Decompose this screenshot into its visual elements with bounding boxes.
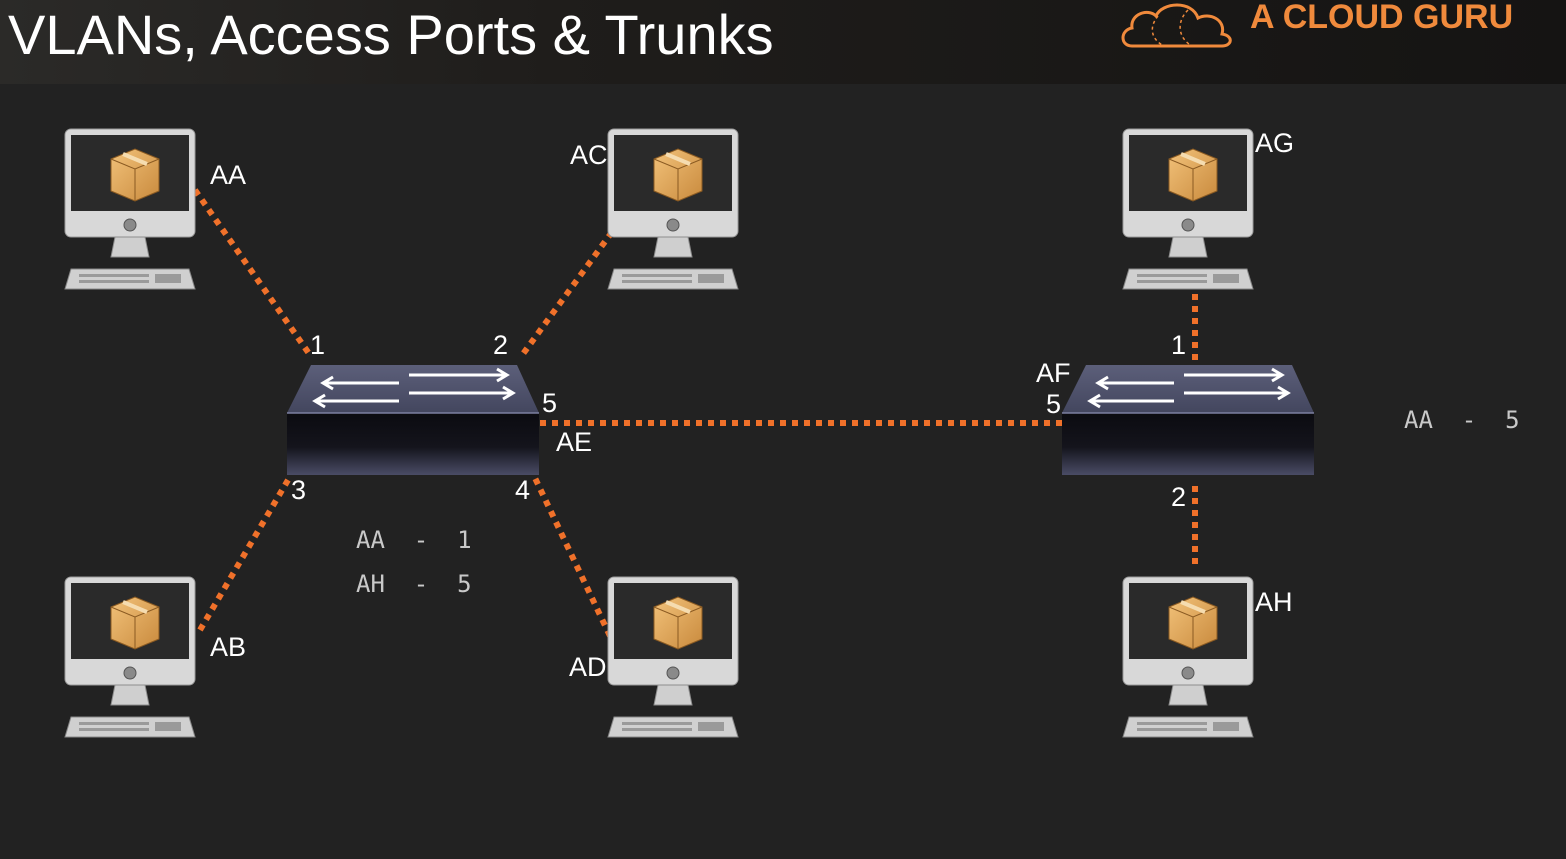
computer-ad-label: AD: [569, 652, 607, 682]
port-number: 5: [542, 388, 557, 418]
computer-ah-label: AH: [1255, 587, 1293, 617]
cloud-icon: [1121, 3, 1232, 48]
computer-aa-icon: [63, 127, 197, 291]
page-title: VLANs, Access Ports & Trunks: [8, 3, 774, 66]
mac-table-entry: AA - 5: [1404, 406, 1520, 434]
computer-ag-icon: [1121, 127, 1255, 291]
computer-ad-icon: [606, 575, 740, 739]
switch-ae-icon: [285, 363, 541, 477]
port-number: 4: [515, 475, 530, 505]
brand-name: A CLOUD GURU: [1250, 0, 1514, 36]
port-number: 2: [493, 330, 508, 360]
port-number: 5: [1046, 389, 1061, 419]
link-ab-port3: [197, 478, 291, 632]
computer-ab-icon: [63, 575, 197, 739]
port-number: 2: [1171, 482, 1186, 512]
port-number: 3: [291, 475, 306, 505]
switch-ae-label: AE: [556, 427, 592, 457]
computer-ah-icon: [1121, 575, 1255, 739]
computer-ag-label: AG: [1255, 128, 1294, 158]
computer-ab-label: AB: [210, 632, 246, 662]
link-aa-port1: [192, 188, 313, 357]
computer-aa-label: AA: [210, 160, 246, 190]
mac-table-entry: AH - 5: [356, 570, 472, 598]
link-ad-port4: [532, 476, 613, 638]
header-bar: VLANs, Access Ports & Trunks A CLOUD GUR…: [0, 0, 1566, 84]
computer-ac-icon: [606, 127, 740, 291]
port-number: 1: [1171, 330, 1186, 360]
mac-table-entry: AA - 1: [356, 526, 472, 554]
switch-af-icon: [1060, 363, 1316, 477]
switch-af-label: AF: [1036, 358, 1071, 388]
port-number: 1: [310, 330, 325, 360]
computer-ac-label: AC: [570, 140, 608, 170]
link-ac-port2: [517, 230, 615, 360]
